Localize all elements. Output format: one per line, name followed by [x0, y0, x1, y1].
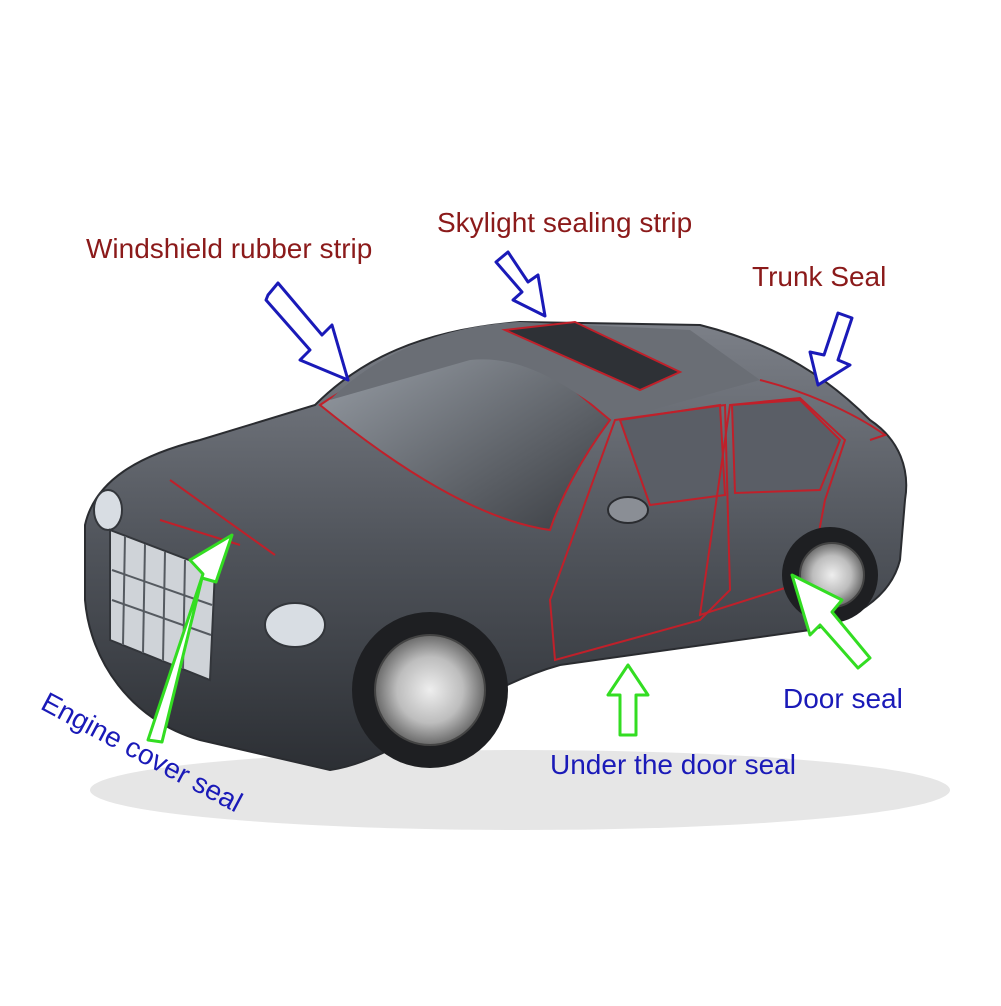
door-seal-label: Door seal	[783, 683, 903, 714]
rear-door-outline	[698, 396, 847, 617]
skylight-arrow-icon	[494, 250, 547, 318]
trunk-seal-label: Trunk Seal	[752, 261, 887, 292]
roof	[330, 322, 760, 420]
side-window-rear	[730, 398, 842, 495]
sunroof	[501, 320, 683, 392]
grille	[109, 528, 217, 682]
trunk-seal-line	[759, 379, 888, 441]
headlight-left	[93, 489, 123, 531]
headlight-right	[264, 602, 326, 648]
side-mirror	[607, 496, 649, 524]
car-shadow	[90, 750, 950, 830]
windshield-rubber-strip-label: Windshield rubber strip	[86, 233, 373, 264]
windshield-arrow-icon	[264, 281, 350, 382]
front-rim	[374, 634, 486, 746]
engine-cover-arrow-icon	[146, 533, 234, 744]
under-door-arrow-icon	[606, 663, 650, 737]
door-seal-arrow-icon	[790, 573, 872, 670]
front-door-outline	[548, 403, 732, 662]
trunk-arrow-icon	[808, 311, 854, 387]
skylight-sealing-strip-label: Skylight sealing strip	[437, 207, 693, 238]
under-door-seal-label: Under the door seal	[550, 749, 796, 780]
